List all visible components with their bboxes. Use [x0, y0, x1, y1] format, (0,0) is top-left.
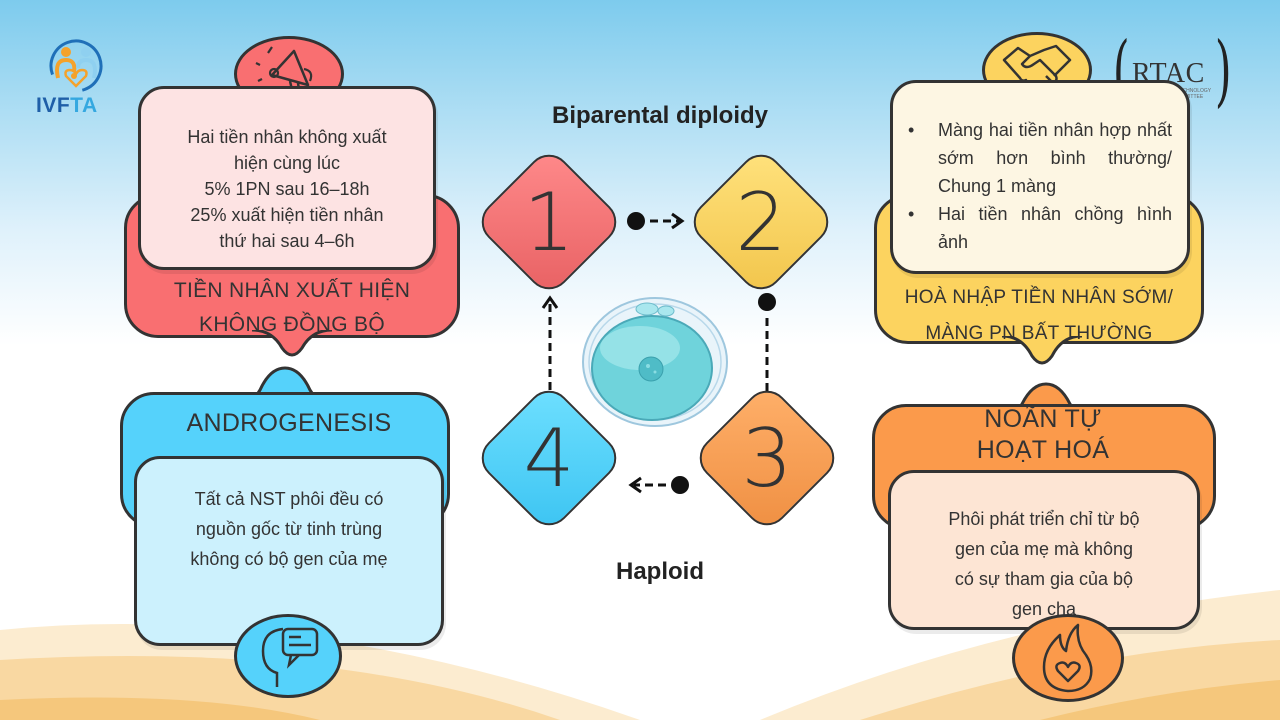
- cycle-bottom-label: Haploid: [616, 558, 704, 585]
- arrow-3-to-4: [628, 476, 689, 494]
- ivfta-text-part1: IVF: [36, 94, 71, 117]
- fusion-title: HOÀ NHẬP TIỀN NHÂN SỚM/ MÀNG PN BẤT THƯỜ…: [904, 287, 1174, 344]
- fusion-bullet-list: Màng hai tiền nhân hợp nhất sớm hơn bình…: [904, 116, 1172, 256]
- asynchronous-card-detail: [138, 86, 436, 270]
- flame-heart-icon: [1042, 623, 1093, 693]
- cycle-top-label: Biparental diploidy: [551, 102, 769, 129]
- head-speech-icon: [261, 627, 319, 687]
- androgenesis-title: ANDROGENESIS: [186, 409, 392, 437]
- oocyte-image: [582, 297, 728, 427]
- asynchronous-description: Hai tiền nhân không xuất hiện cùng lúc 5…: [187, 127, 387, 251]
- parthenogenesis-icon-badge: [1012, 614, 1124, 702]
- ivfta-text-part2: TA: [70, 94, 98, 117]
- step-1-number: 1: [523, 175, 575, 269]
- step-2-number: 2: [735, 175, 787, 269]
- ivfta-emblem-icon: [49, 39, 103, 93]
- step-4-number: 4: [523, 411, 575, 505]
- parthenogenesis-card-detail: [888, 470, 1200, 630]
- ivfta-logo: IVFTA: [36, 38, 116, 118]
- asynchronous-title: TIỀN NHÂN XUẤT HIỆN KHÔNG ĐỒNG BỘ: [173, 279, 411, 336]
- arrow-1-to-2: [627, 212, 685, 230]
- parthenogenesis-title: NOÃN TỰ HOẠT HOÁ: [976, 405, 1110, 464]
- parthenogenesis-description: Phôi phát triển chỉ từ bộ gen của mẹ mà …: [948, 509, 1140, 619]
- fusion-bullet-item: Hai tiền nhân chồng hình ảnh: [904, 200, 1172, 256]
- step-3-number: 3: [741, 411, 793, 505]
- fusion-bullet-item: Màng hai tiền nhân hợp nhất sớm hơn bình…: [904, 116, 1172, 200]
- fusion-card-tail: [1002, 336, 1082, 365]
- rtac-paren-right: ): [1214, 26, 1232, 116]
- asynchronous-card-tail: [252, 330, 332, 357]
- rtac-subtitle-line1: ...VE TECHNOLOGY: [1164, 88, 1212, 94]
- androgenesis-description: Tất cả NST phôi đều có nguồn gốc từ tinh…: [190, 489, 388, 569]
- androgenesis-icon-badge: [234, 614, 342, 698]
- ivfta-logo-text: IVFTA: [36, 94, 98, 118]
